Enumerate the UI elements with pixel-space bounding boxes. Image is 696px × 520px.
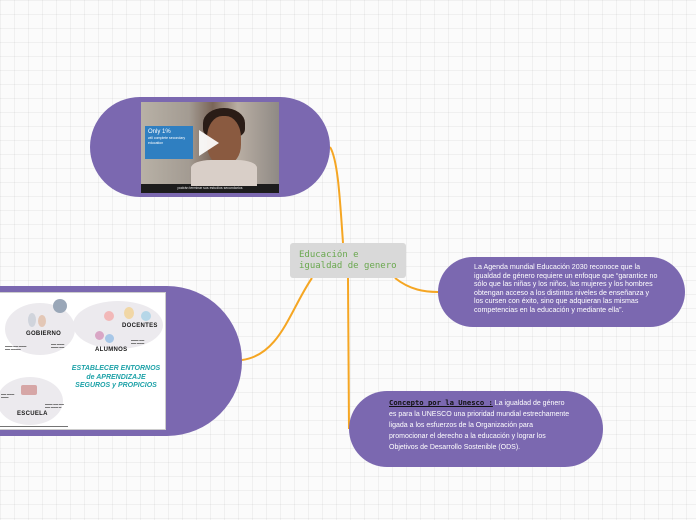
person-icon (28, 313, 36, 327)
school-icon (21, 385, 37, 395)
connector-to-agenda (394, 277, 439, 293)
video-caption-box: Only 1% will complete secondary educatio… (145, 126, 193, 159)
fine-print: ▬▬▬ ▬▬▬▬ ▬▬▬ (131, 339, 145, 345)
label-gobierno: GOBIERNO (26, 331, 62, 337)
connector-to-concepto (347, 277, 350, 430)
fine-print: ▬▬ ▬▬▬▬▬▬ ▬▬ (51, 343, 65, 349)
connector-to-video (329, 146, 344, 244)
connector-to-infographic (241, 277, 313, 361)
fine-print: ▬▬▬ ▬▬ ▬▬▬▬ ▬▬▬ ▬ (45, 403, 64, 409)
central-topic-label: Educación e igualdad de genero (299, 250, 397, 271)
infographic-footer: ▬▬▬▬▬▬▬▬▬▬▬▬▬▬▬▬▬▬▬▬▬▬▬ (0, 424, 68, 428)
video-caption-small: will complete secondary education (148, 136, 186, 145)
person-icon (38, 315, 46, 327)
infographic-node[interactable]: GOBIERNO DOCENTES ALUMNOS ESCUELA ESTABL… (0, 286, 242, 436)
person-icon (124, 307, 134, 319)
agenda-text: La Agenda mundial Educación 2030 reconoc… (474, 263, 658, 314)
label-alumnos: ALUMNOS (95, 347, 128, 353)
fine-print: ▬▬▬ ▬▬ ▬▬▬▬▬ ▬▬▬▬ (5, 345, 27, 351)
concepto-title: Concepto por la Unesco : (389, 398, 493, 407)
label-escuela: ESCUELA (17, 411, 48, 417)
person-icon (105, 334, 114, 343)
video-caption-big: Only 1% (148, 129, 171, 135)
person-icon (104, 311, 114, 321)
infographic-title: ESTABLECER ENTORNOS de APRENDIZAJE SEGUR… (71, 365, 161, 389)
concepto-text-block: Concepto por la Unesco : La igualdad de … (389, 397, 573, 453)
photo-shirt (191, 160, 257, 186)
central-topic[interactable]: Educación e igualdad de genero (290, 243, 406, 278)
concepto-node[interactable]: Concepto por la Unesco : La igualdad de … (349, 391, 603, 467)
video-thumbnail[interactable]: Only 1% will complete secondary educatio… (141, 102, 279, 193)
fine-print: ▬▬ ▬▬▬▬▬▬ (1, 393, 15, 399)
label-docentes: DOCENTES (122, 323, 158, 329)
blob-docentes (73, 301, 163, 349)
concepto-body: La igualdad de género es para la UNESCO … (389, 400, 570, 451)
building-icon (53, 299, 67, 313)
play-icon[interactable] (199, 130, 219, 156)
video-subtitle: podrán terminar sus estudios secundarios (177, 186, 243, 190)
video-node[interactable]: Only 1% will complete secondary educatio… (90, 97, 330, 197)
person-icon (141, 311, 151, 321)
agenda-node[interactable]: La Agenda mundial Educación 2030 reconoc… (438, 257, 685, 327)
person-icon (95, 331, 104, 340)
infographic-image[interactable]: GOBIERNO DOCENTES ALUMNOS ESCUELA ESTABL… (0, 292, 166, 430)
